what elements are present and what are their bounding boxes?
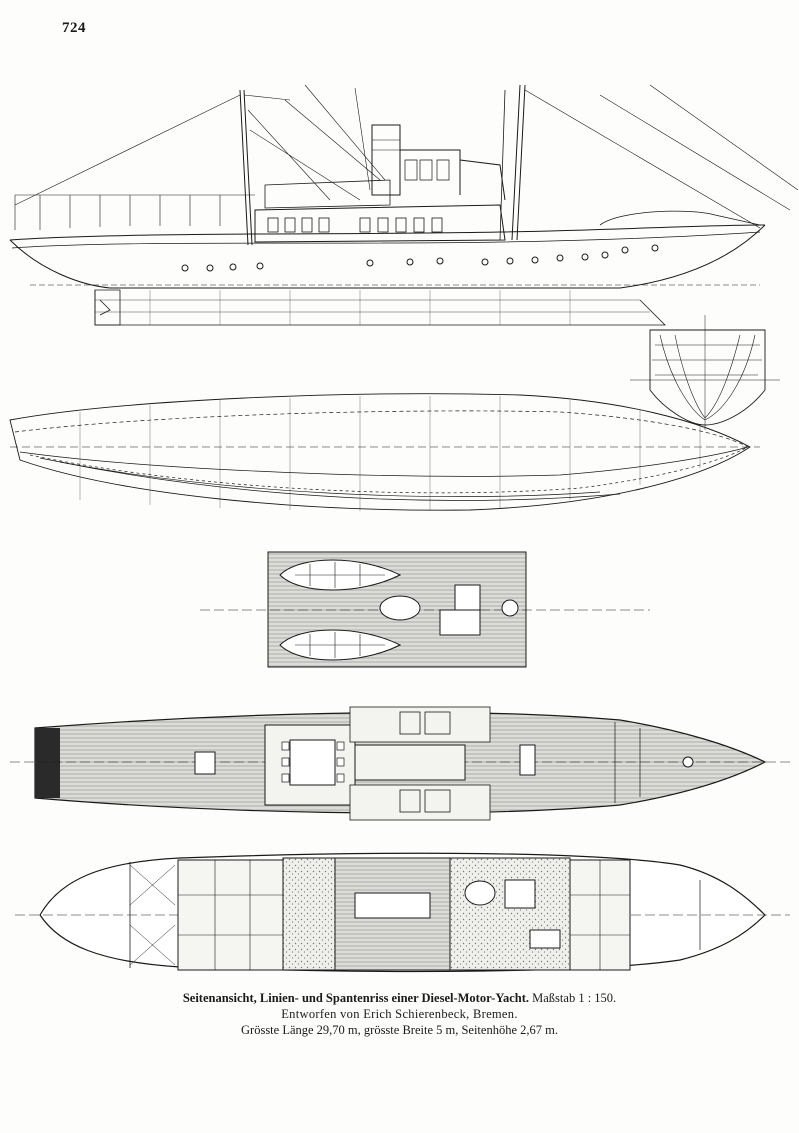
- upper-deckhouse: [399, 149, 506, 201]
- rigging-lines: [14, 84, 799, 229]
- lines-plan: [9, 393, 760, 511]
- rudder-propeller: [94, 289, 121, 326]
- railing: [14, 194, 255, 230]
- fore-mast: [239, 89, 253, 246]
- hull-deck-line: [11, 231, 761, 249]
- aft-cabins: [177, 859, 284, 971]
- mizzen-mast: [499, 89, 506, 241]
- caption-title: Seitenansicht, Linien- und Spantenriss e…: [182, 991, 530, 1005]
- caption-designer: Entworfen von Erich Schierenbeck, Bremen…: [281, 1007, 518, 1021]
- lifeboat-starboard: [279, 559, 402, 591]
- lower-deck-plan: [15, 852, 790, 973]
- hull-bottom: [9, 224, 766, 289]
- engine-room: [282, 857, 336, 971]
- deckhouse-windows: [267, 217, 443, 233]
- main-deckhouse: [254, 204, 506, 243]
- caption-dimensions: Grösste Länge 29,70 m, grösste Breite 5 …: [241, 1023, 558, 1037]
- forecastle: [599, 210, 761, 226]
- keel: [94, 290, 666, 326]
- caption-title-line: Seitenansicht, Linien- und Spantenriss e…: [0, 990, 799, 1006]
- side-view: [9, 84, 799, 326]
- boat-deck-plan: [200, 551, 650, 668]
- main-mast: [511, 84, 526, 241]
- lifeboat-port: [279, 629, 402, 661]
- body-plan: [630, 315, 780, 430]
- portholes: [181, 244, 659, 272]
- yacht-technical-drawing: [9, 84, 799, 973]
- caption-scale: Maßstab 1 : 150.: [532, 991, 617, 1005]
- forward-cabins: [449, 857, 571, 971]
- funnel: [371, 124, 401, 196]
- awning: [264, 179, 391, 209]
- page-number: 724: [62, 20, 86, 36]
- hull-sheer: [9, 224, 766, 241]
- main-deck-plan: [10, 706, 790, 821]
